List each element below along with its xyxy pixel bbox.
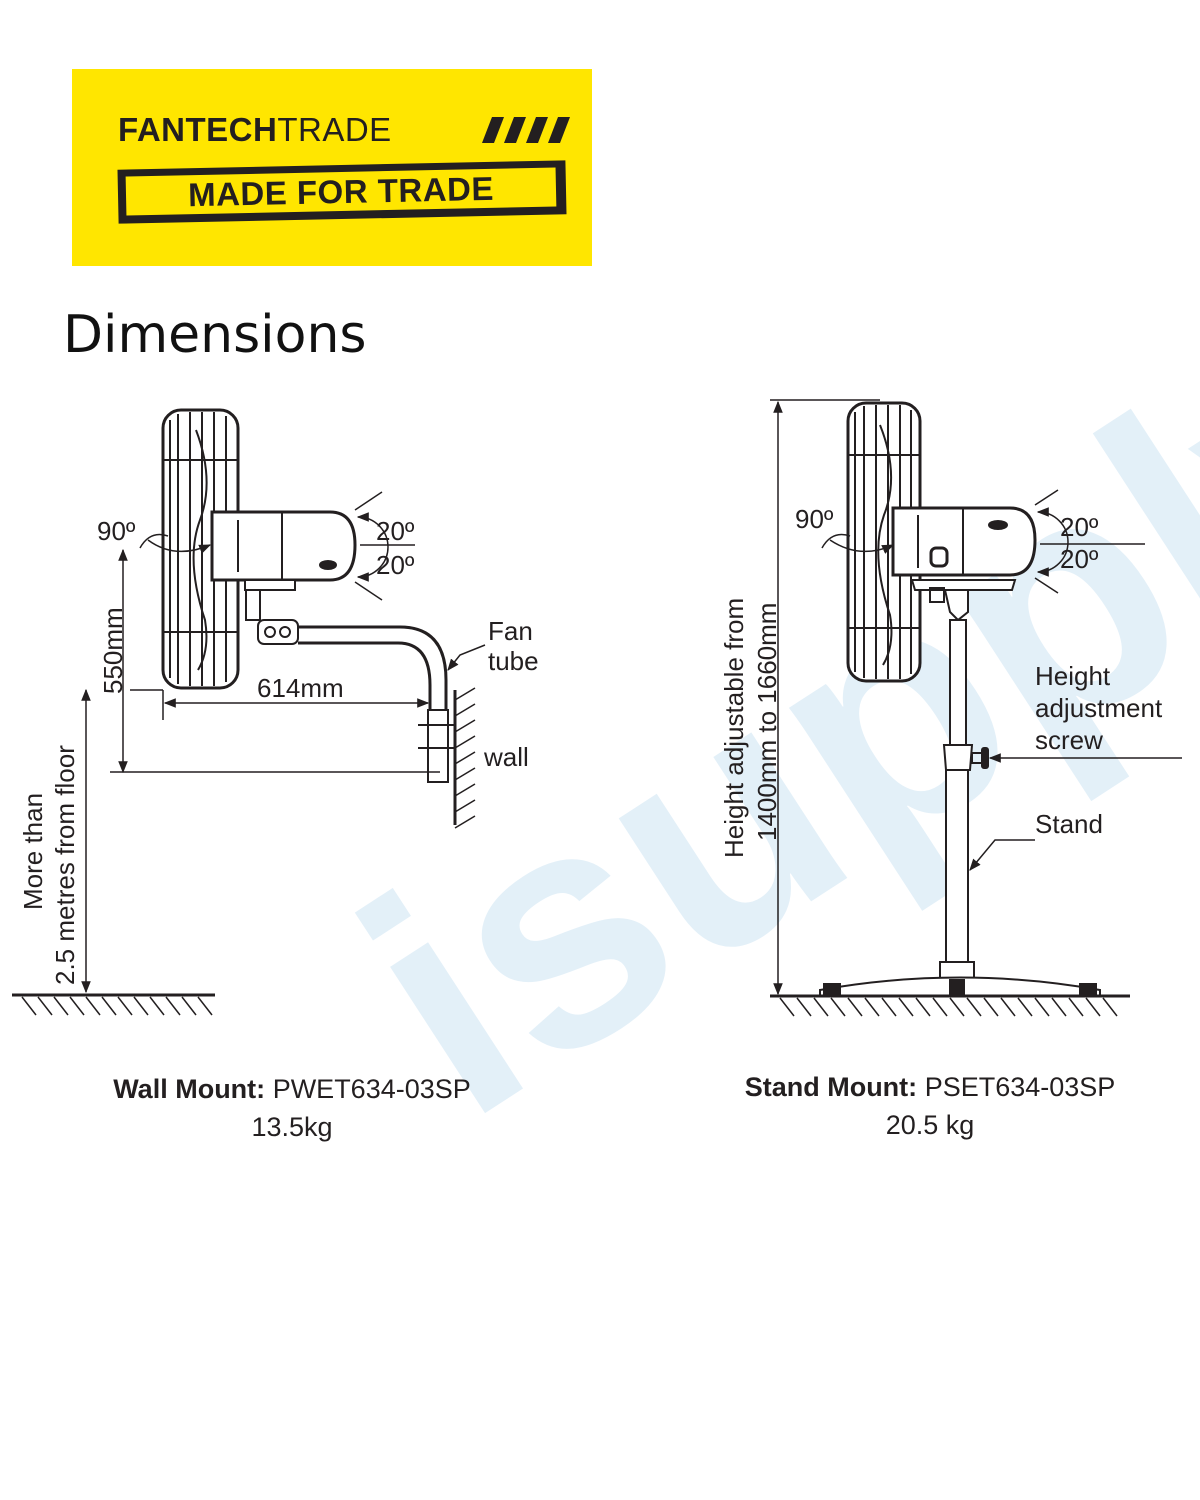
fan-tube-inner [298,641,432,760]
stand-motor-housing [891,506,1037,577]
stand-tilt-down-label: 20º [1060,544,1099,574]
wall-label: wall [483,742,529,772]
screw-label-3: screw [1035,725,1103,755]
stand-floor-hatch [779,997,1118,1017]
page-title: Dimensions [63,304,367,365]
wall-tilt-up-label: 20º [376,516,415,546]
stand-tilt-up-label: 20º [1060,512,1099,542]
wall-caption-model: PWET634-03SP [272,1074,471,1104]
logo-wordmark: FANTECHTRADE [118,113,392,146]
wall-caption-bold: Wall Mount: [113,1074,266,1104]
stand-height-label-2: 1400mm to 1660mm [752,603,782,841]
stand-caption-model: PSET634-03SP [924,1072,1116,1102]
floor-height-label-1: More than [18,793,48,910]
watermark: isupply electrical | data | lighting [303,0,1200,1191]
wall-clamp [427,709,449,783]
wall-hatch [454,687,476,829]
wall-floor-hatch [21,996,213,1016]
stand-height-label-1: Height adjustable from [719,598,749,858]
wall-mount-caption: Wall Mount: PWET634-03SP 13.5kg [52,1070,532,1146]
fan-tube-outer [298,625,448,760]
stand-rotation-label: 90º [795,504,834,534]
stand-caption-bold: Stand Mount: [744,1072,918,1102]
wall-horizontal-dim-label: 614mm [257,673,344,703]
logo-brand-bold: FANTECH [118,111,278,148]
wall-bracket [245,589,299,645]
fan-tube-label-1: Fan [488,616,533,646]
wall-mount-diagram [12,408,486,1016]
slashes-icon [482,117,570,143]
logo-brand-light: TRADE [277,111,392,148]
wall-vertical-dim-label: 550mm [98,607,128,694]
wall-caption-weight: 13.5kg [251,1112,333,1142]
screw-label-2: adjustment [1035,693,1163,723]
stand-caption-weight: 20.5 kg [885,1110,975,1140]
stand-mount-diagram [770,399,1182,1017]
fantech-logo: FANTECHTRADE MADE FOR TRADE [72,69,592,266]
stand-mount-caption: Stand Mount: PSET634-03SP 20.5 kg [690,1068,1170,1144]
stand-label: Stand [1035,809,1103,839]
wall-tilt-down-label: 20º [376,550,415,580]
fan-tube-label-2: tube [488,646,539,676]
stand-fan-guard [846,401,922,683]
screw-label-1: Height [1035,661,1111,691]
wall-rotation-label: 90º [97,516,136,546]
wall-motor-housing [210,510,357,591]
floor-height-label-2: 2.5 metres from floor [50,745,80,985]
watermark-text: isupply electrical | data | lighting [303,0,1200,1191]
